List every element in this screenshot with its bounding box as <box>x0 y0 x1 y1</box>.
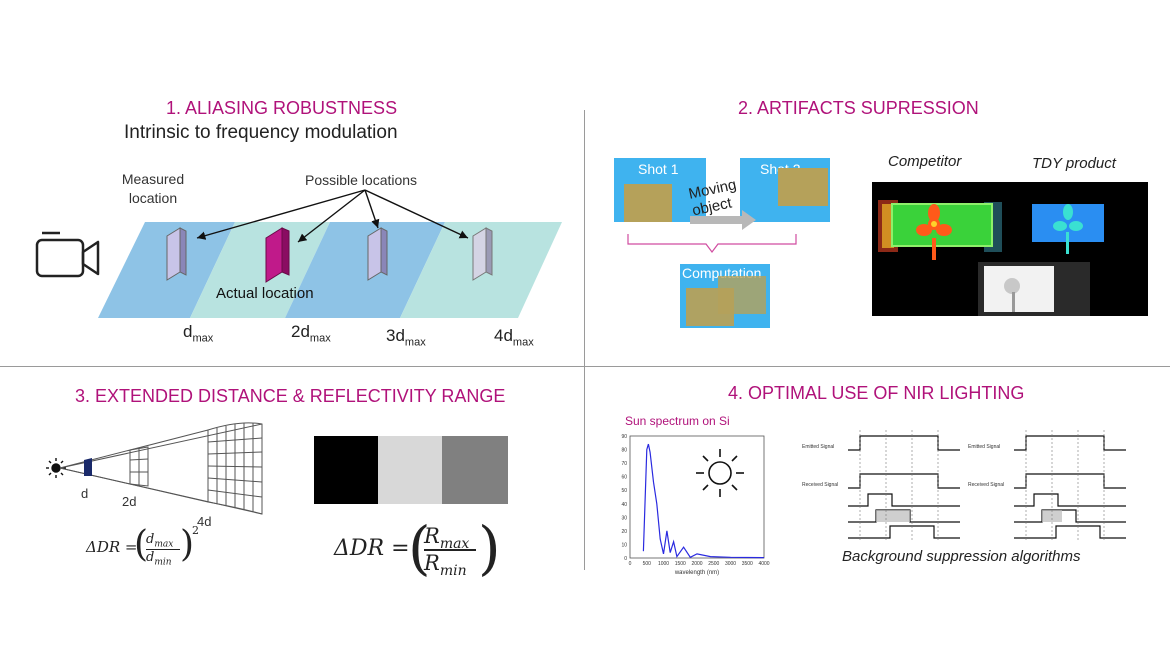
distance-cone-diagram <box>40 420 270 530</box>
x-tick-label: 4000 <box>758 561 769 567</box>
x-axis-label: wavelength (nm) <box>674 570 719 576</box>
measured-location-label: Measured location <box>112 170 194 208</box>
light-source-icon <box>46 458 66 478</box>
timing-label-received: Received Signal <box>802 482 838 488</box>
timing-diagram-right: Emitted Signal Received Signal <box>966 426 1131 544</box>
dist-label-1: dmax <box>183 322 213 344</box>
dist-label-4: 4dmax <box>494 326 534 348</box>
tdy-product-label: TDY product <box>1032 155 1116 172</box>
computation-object-2 <box>718 276 766 314</box>
shot1-object <box>624 184 672 222</box>
video-camera-icon <box>37 233 98 276</box>
cone-label-2d: 2d <box>122 494 136 509</box>
computation-frame: Computation <box>680 264 770 328</box>
x-tick-label: 3000 <box>725 561 736 567</box>
panel3-title: 3. EXTENDED DISTANCE & REFLECTIVITY RANG… <box>75 386 505 407</box>
cone-label-d: d <box>81 486 88 501</box>
cone-label-4d: 4d <box>197 514 211 529</box>
panel4-title: 4. OPTIMAL USE OF NIR LIGHTING <box>728 383 1024 404</box>
x-tick-label: 1500 <box>675 561 686 567</box>
sun-icon <box>693 446 747 500</box>
y-tick-label: 20 <box>621 529 627 535</box>
x-tick-label: 3500 <box>742 561 753 567</box>
panel1-subtitle: Intrinsic to frequency modulation <box>124 122 398 144</box>
background-suppression-caption: Background suppression algorithms <box>842 548 1080 565</box>
dist-label-3: 3dmax <box>386 326 426 348</box>
y-tick-label: 0 <box>624 556 627 562</box>
y-tick-label: 40 <box>621 502 627 508</box>
possible-box-3 <box>368 228 387 280</box>
possible-box-4 <box>473 228 492 280</box>
dist-label-2: 2dmax <box>291 322 331 344</box>
competitor-label: Competitor <box>888 153 961 170</box>
spectrum-chart-title: Sun spectrum on Si <box>625 414 730 428</box>
y-tick-label: 10 <box>621 542 627 548</box>
swatch-light-gray <box>378 436 442 504</box>
panel2-title: 2. ARTIFACTS SUPRESSION <box>738 98 979 119</box>
x-tick-label: 2000 <box>691 561 702 567</box>
actual-box <box>266 228 289 282</box>
measured-box <box>167 228 186 280</box>
x-tick-label: 2500 <box>708 561 719 567</box>
swatch-gray <box>442 436 508 504</box>
x-tick-label: 1000 <box>658 561 669 567</box>
shot2-object <box>778 168 828 206</box>
horizontal-divider <box>0 366 1170 367</box>
vertical-divider <box>584 110 585 570</box>
y-tick-label: 30 <box>621 515 627 521</box>
y-tick-label: 50 <box>621 488 627 494</box>
brace <box>626 232 798 254</box>
y-tick-label: 80 <box>621 448 627 454</box>
panel1-title: 1. ALIASING ROBUSTNESS <box>166 98 397 119</box>
possible-locations-label: Possible locations <box>305 172 417 188</box>
y-tick-label: 70 <box>621 461 627 467</box>
y-tick-label: 60 <box>621 475 627 481</box>
shot1-label: Shot 1 <box>638 161 678 177</box>
y-tick-label: 90 <box>621 434 627 440</box>
timing-label-received-2: Received Signal <box>968 482 1004 488</box>
timing-label-emitted-2: Emitted Signal <box>968 444 1000 450</box>
x-tick-label: 0 <box>629 561 632 567</box>
swatch-black <box>314 436 378 504</box>
x-tick-label: 500 <box>643 561 652 567</box>
actual-location-label: Actual location <box>216 285 314 302</box>
timing-diagram-left: Emitted Signal Received Signal <box>800 426 965 544</box>
timing-label-emitted: Emitted Signal <box>802 444 834 450</box>
comparison-image <box>872 182 1148 316</box>
